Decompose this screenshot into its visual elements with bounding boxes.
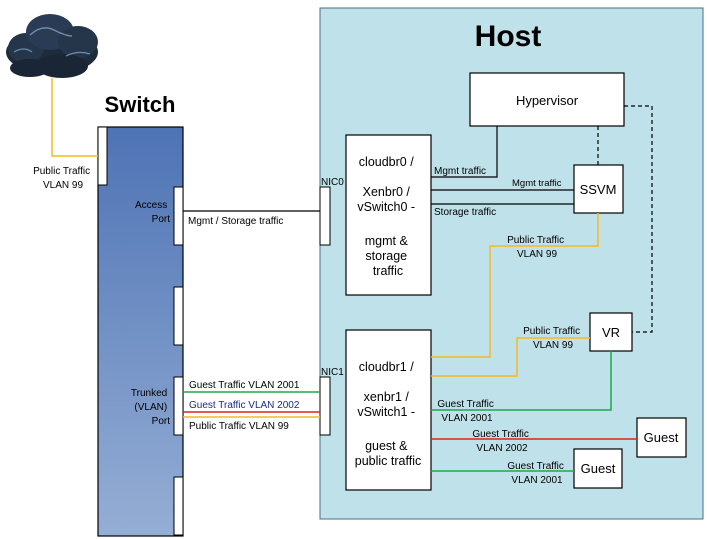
vr-label: VR [602,325,620,340]
access-port-label: Access Port [135,200,170,225]
mgmt-storage-label: Mgmt / Storage traffic [188,216,283,227]
guest-2002-box [636,417,687,458]
nic1-label: NIC1 [321,367,344,378]
hypervisor-box [469,72,625,127]
vr-public-label: Public Traffic VLAN 99 [523,326,583,351]
vr-guest-link [431,351,612,411]
nic1-slot [319,376,331,436]
guest-2001-link-label: Guest Traffic VLAN 2001 [507,461,566,486]
vr-guest-label: Guest Traffic VLAN 2001 [437,399,496,424]
switch-body [97,126,184,537]
cloud-icon [6,14,98,78]
switch-port-cloud [97,126,108,186]
switch-port-empty-2 [173,476,184,536]
guest-2002-link-label: Guest Traffic VLAN 2002 [472,429,531,454]
switch-port-access [173,186,184,246]
mgmt-hv-link [431,126,498,178]
cloud-link-label: Public Traffic VLAN 99 [33,166,93,191]
ssvm-public-label: Public Traffic VLAN 99 [507,235,567,260]
trunk-2002-label: Guest Traffic VLAN 2002 [189,400,300,411]
guest-2002-label: Guest [644,430,679,445]
cloudbr1-label: cloudbr1 / xenbr1 / vSwitch1 - guest & p… [355,360,421,468]
switch-port-empty-1 [173,286,184,346]
cloudbr1-box [345,329,432,491]
nic0-label: NIC0 [321,177,344,188]
switch-port-trunked [173,376,184,436]
trunk-99-label: Public Traffic VLAN 99 [189,421,289,432]
host-title: Host [475,20,542,53]
hv-vr-dashed [624,105,653,333]
switch-title: Switch [105,92,176,117]
storage-label: Storage traffic [434,207,496,218]
vr-public-link [431,337,590,377]
cloudbr0-box [345,134,432,296]
vr-box [589,312,633,352]
trunked-port-label: Trunked (VLAN) Port [131,388,170,427]
guest-2001-label: Guest [581,461,616,476]
ssvm-label: SSVM [580,182,617,197]
cloudbr0-label: cloudbr0 / Xenbr0 / vSwitch0 - mgmt & st… [357,155,418,278]
mgmt-hv-label: Mgmt traffic [434,166,486,177]
nic0-slot [319,186,331,246]
ssvm-public-link [431,213,599,358]
cloud-link [51,78,98,157]
mgmt-ssvm-label: Mgmt traffic [512,178,562,189]
trunk-2001-label: Guest Traffic VLAN 2001 [189,380,300,391]
guest-2001-box [573,448,623,489]
hypervisor-label: Hypervisor [516,93,579,108]
